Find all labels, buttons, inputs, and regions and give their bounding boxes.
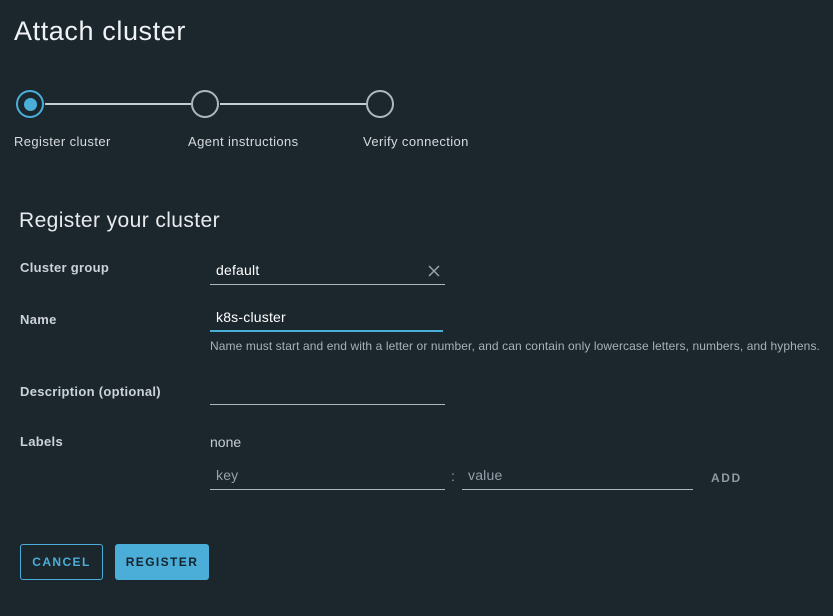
step-label-agent-instructions: Agent instructions	[188, 134, 299, 149]
labels-none-text: none	[210, 434, 242, 450]
label-key-input[interactable]	[210, 466, 445, 490]
description-input[interactable]	[210, 381, 445, 405]
cluster-group-input[interactable]	[210, 261, 445, 285]
label-value-input[interactable]	[462, 466, 693, 490]
step-label-register-cluster: Register cluster	[14, 134, 111, 149]
page-title: Attach cluster	[14, 16, 186, 46]
step-circle-verify-connection	[366, 90, 394, 118]
clear-cluster-group-button[interactable]	[426, 264, 442, 280]
step-connector-2	[220, 103, 366, 105]
name-helper-text: Name must start and end with a letter or…	[210, 339, 820, 353]
step-connector-1	[45, 103, 191, 105]
clear-x-icon	[427, 265, 441, 281]
labels-label: Labels	[20, 434, 63, 449]
cluster-group-label: Cluster group	[20, 260, 110, 275]
name-input[interactable]	[210, 308, 443, 332]
step-circle-register-cluster	[16, 90, 44, 118]
register-button[interactable]: REGISTER	[115, 544, 209, 580]
cancel-button[interactable]: CANCEL	[20, 544, 103, 580]
step-label-verify-connection: Verify connection	[363, 134, 469, 149]
description-label: Description (optional)	[20, 384, 161, 399]
add-label-button[interactable]: ADD	[711, 471, 742, 485]
step-circle-agent-instructions	[191, 90, 219, 118]
name-label: Name	[20, 312, 57, 327]
key-value-separator: :	[451, 468, 455, 484]
section-heading: Register your cluster	[19, 209, 220, 232]
